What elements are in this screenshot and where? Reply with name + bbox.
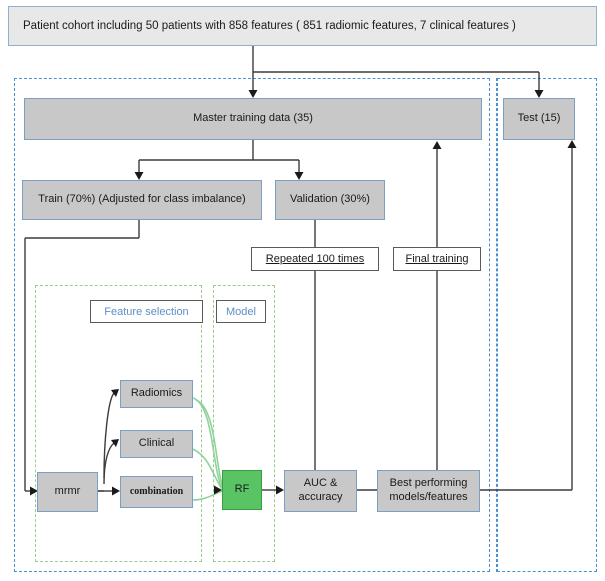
master-training-data-box[interactable]: Master training data (35) (24, 98, 482, 140)
test-box[interactable]: Test (15) (503, 98, 575, 140)
test-region-dashed-box-inner (490, 78, 497, 572)
radiomics-box[interactable]: Radiomics (120, 380, 193, 408)
mrmr-label: mrmr (54, 485, 81, 498)
repeated-100-times-label: Repeated 100 times (265, 253, 365, 265)
clinical-label: Clinical (138, 437, 175, 450)
auc-accuracy-box[interactable]: AUC & accuracy (284, 470, 357, 512)
train-box[interactable]: Train (70%) (Adjusted for class imbalanc… (22, 180, 262, 220)
training-region-dashed-box (14, 78, 490, 572)
feature-selection-dashed-box (35, 285, 202, 562)
best-performing-line2: models/features (389, 491, 468, 503)
validation-label: Validation (30%) (290, 193, 370, 206)
feature-selection-label-box[interactable]: Feature selection (90, 300, 203, 323)
validation-box[interactable]: Validation (30%) (275, 180, 385, 220)
patient-cohort-text: Patient cohort including 50 patients wit… (23, 20, 516, 32)
model-label: Model (226, 305, 256, 318)
train-label: Train (70%) (Adjusted for class imbalanc… (38, 193, 246, 206)
clinical-box[interactable]: Clinical (120, 430, 193, 458)
repeated-100-times-box[interactable]: Repeated 100 times (251, 247, 379, 271)
model-dashed-box (213, 285, 275, 562)
auc-accuracy-line1: AUC & (303, 477, 338, 490)
combination-box[interactable]: combination (120, 476, 193, 508)
patient-cohort-header: Patient cohort including 50 patients wit… (8, 6, 597, 46)
rf-label: RF (234, 483, 250, 496)
test-region-dashed-box-outer (497, 78, 597, 572)
rf-box[interactable]: RF (222, 470, 262, 510)
radiomics-label: Radiomics (130, 387, 183, 400)
final-training-label: Final training (405, 253, 469, 265)
test-label: Test (15) (517, 112, 561, 125)
auc-accuracy-line2: accuracy (298, 491, 343, 503)
final-training-box[interactable]: Final training (393, 247, 481, 271)
model-label-box[interactable]: Model (216, 300, 266, 323)
best-performing-line1: Best performing (389, 477, 468, 490)
mrmr-box[interactable]: mrmr (37, 472, 98, 512)
combination-label: combination (129, 485, 184, 497)
master-training-data-label: Master training data (35) (193, 112, 313, 125)
best-performing-box[interactable]: Best performing models/features (377, 470, 480, 512)
feature-selection-label: Feature selection (104, 305, 189, 318)
